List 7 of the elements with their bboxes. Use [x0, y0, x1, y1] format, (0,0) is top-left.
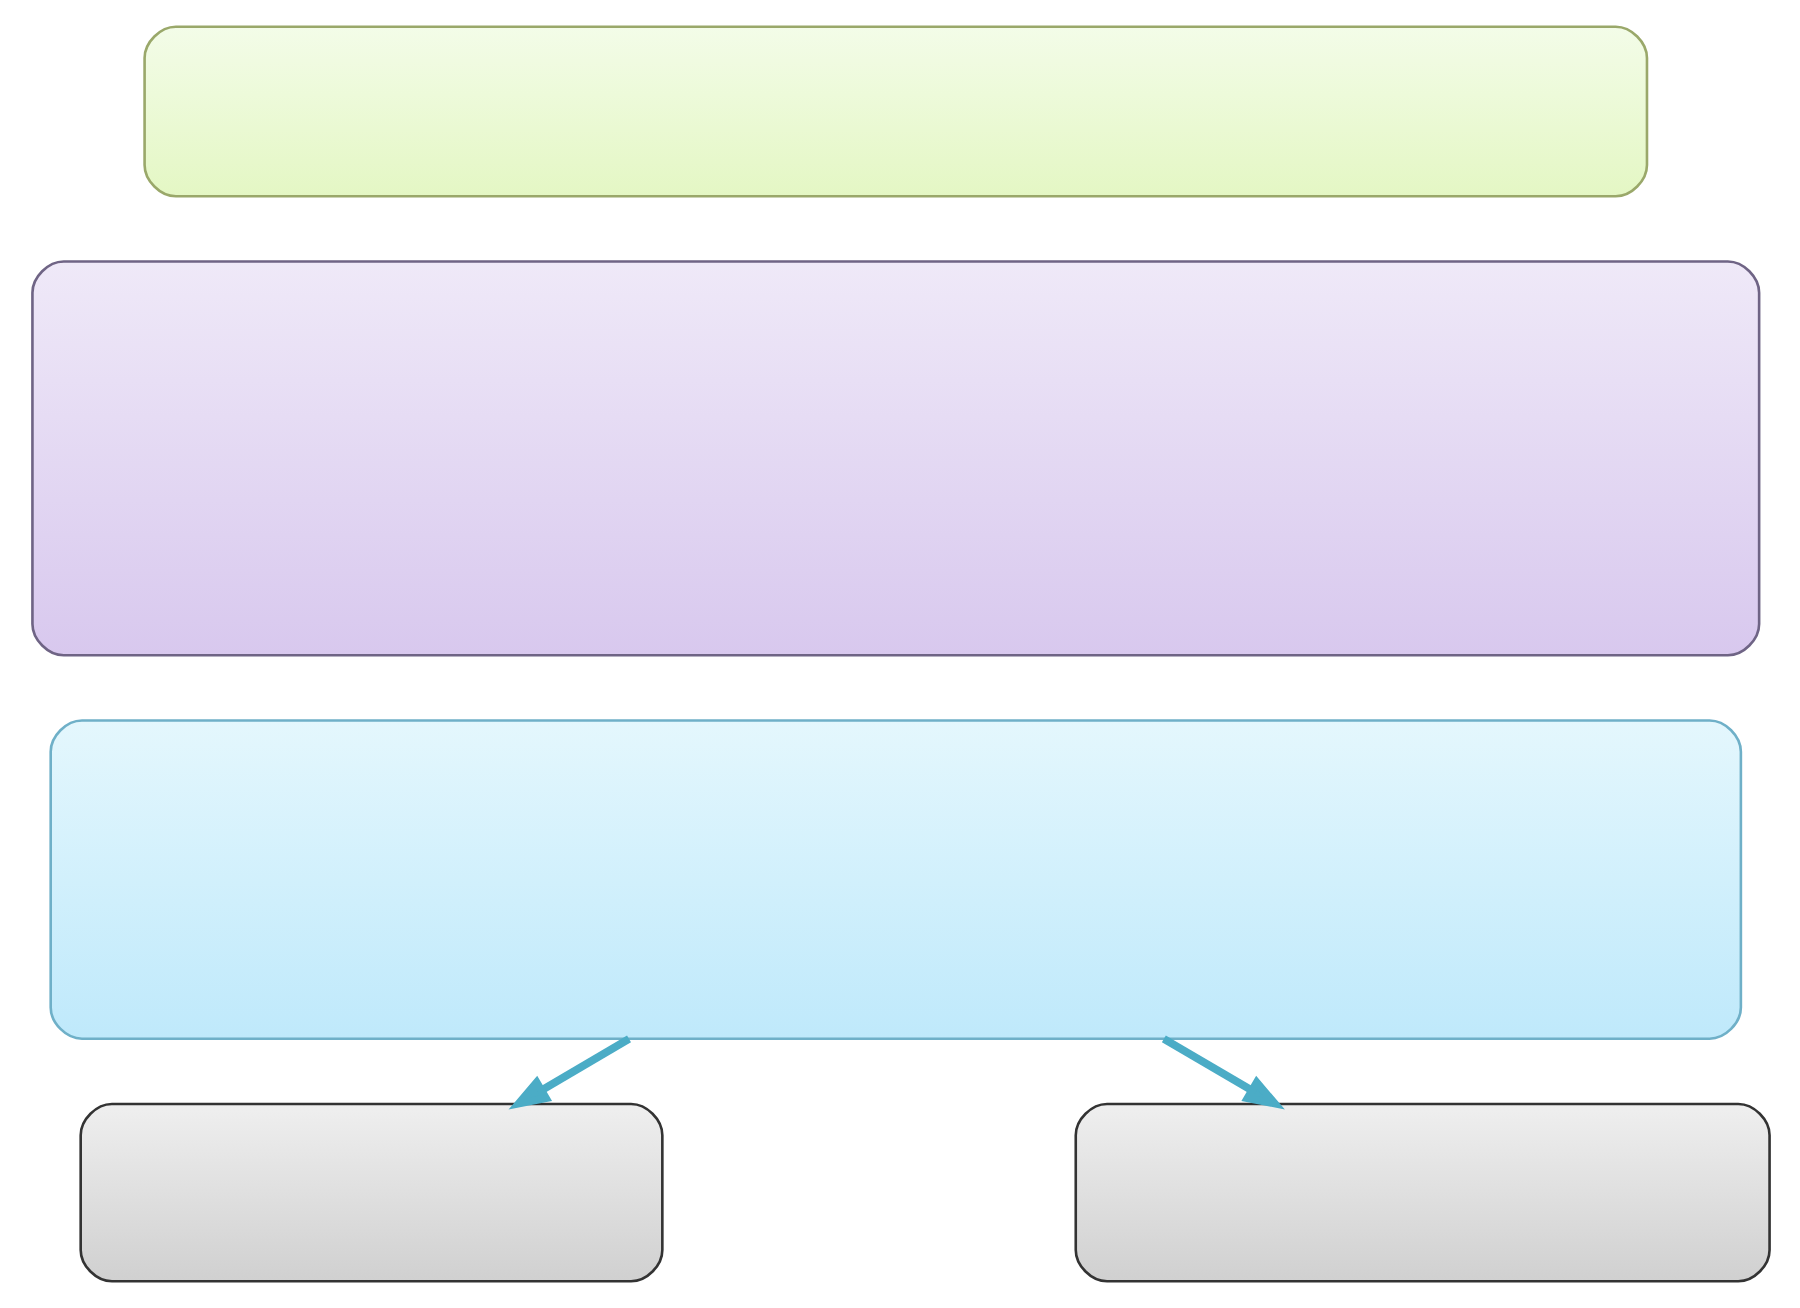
arrow: [1160, 1035, 1284, 1110]
node-box: [30, 260, 1760, 657]
node-box: [142, 25, 1648, 198]
node-box: [78, 1102, 663, 1283]
node-box: [1073, 1102, 1770, 1283]
node-box: [48, 719, 1742, 1041]
arrow: [507, 1035, 630, 1110]
